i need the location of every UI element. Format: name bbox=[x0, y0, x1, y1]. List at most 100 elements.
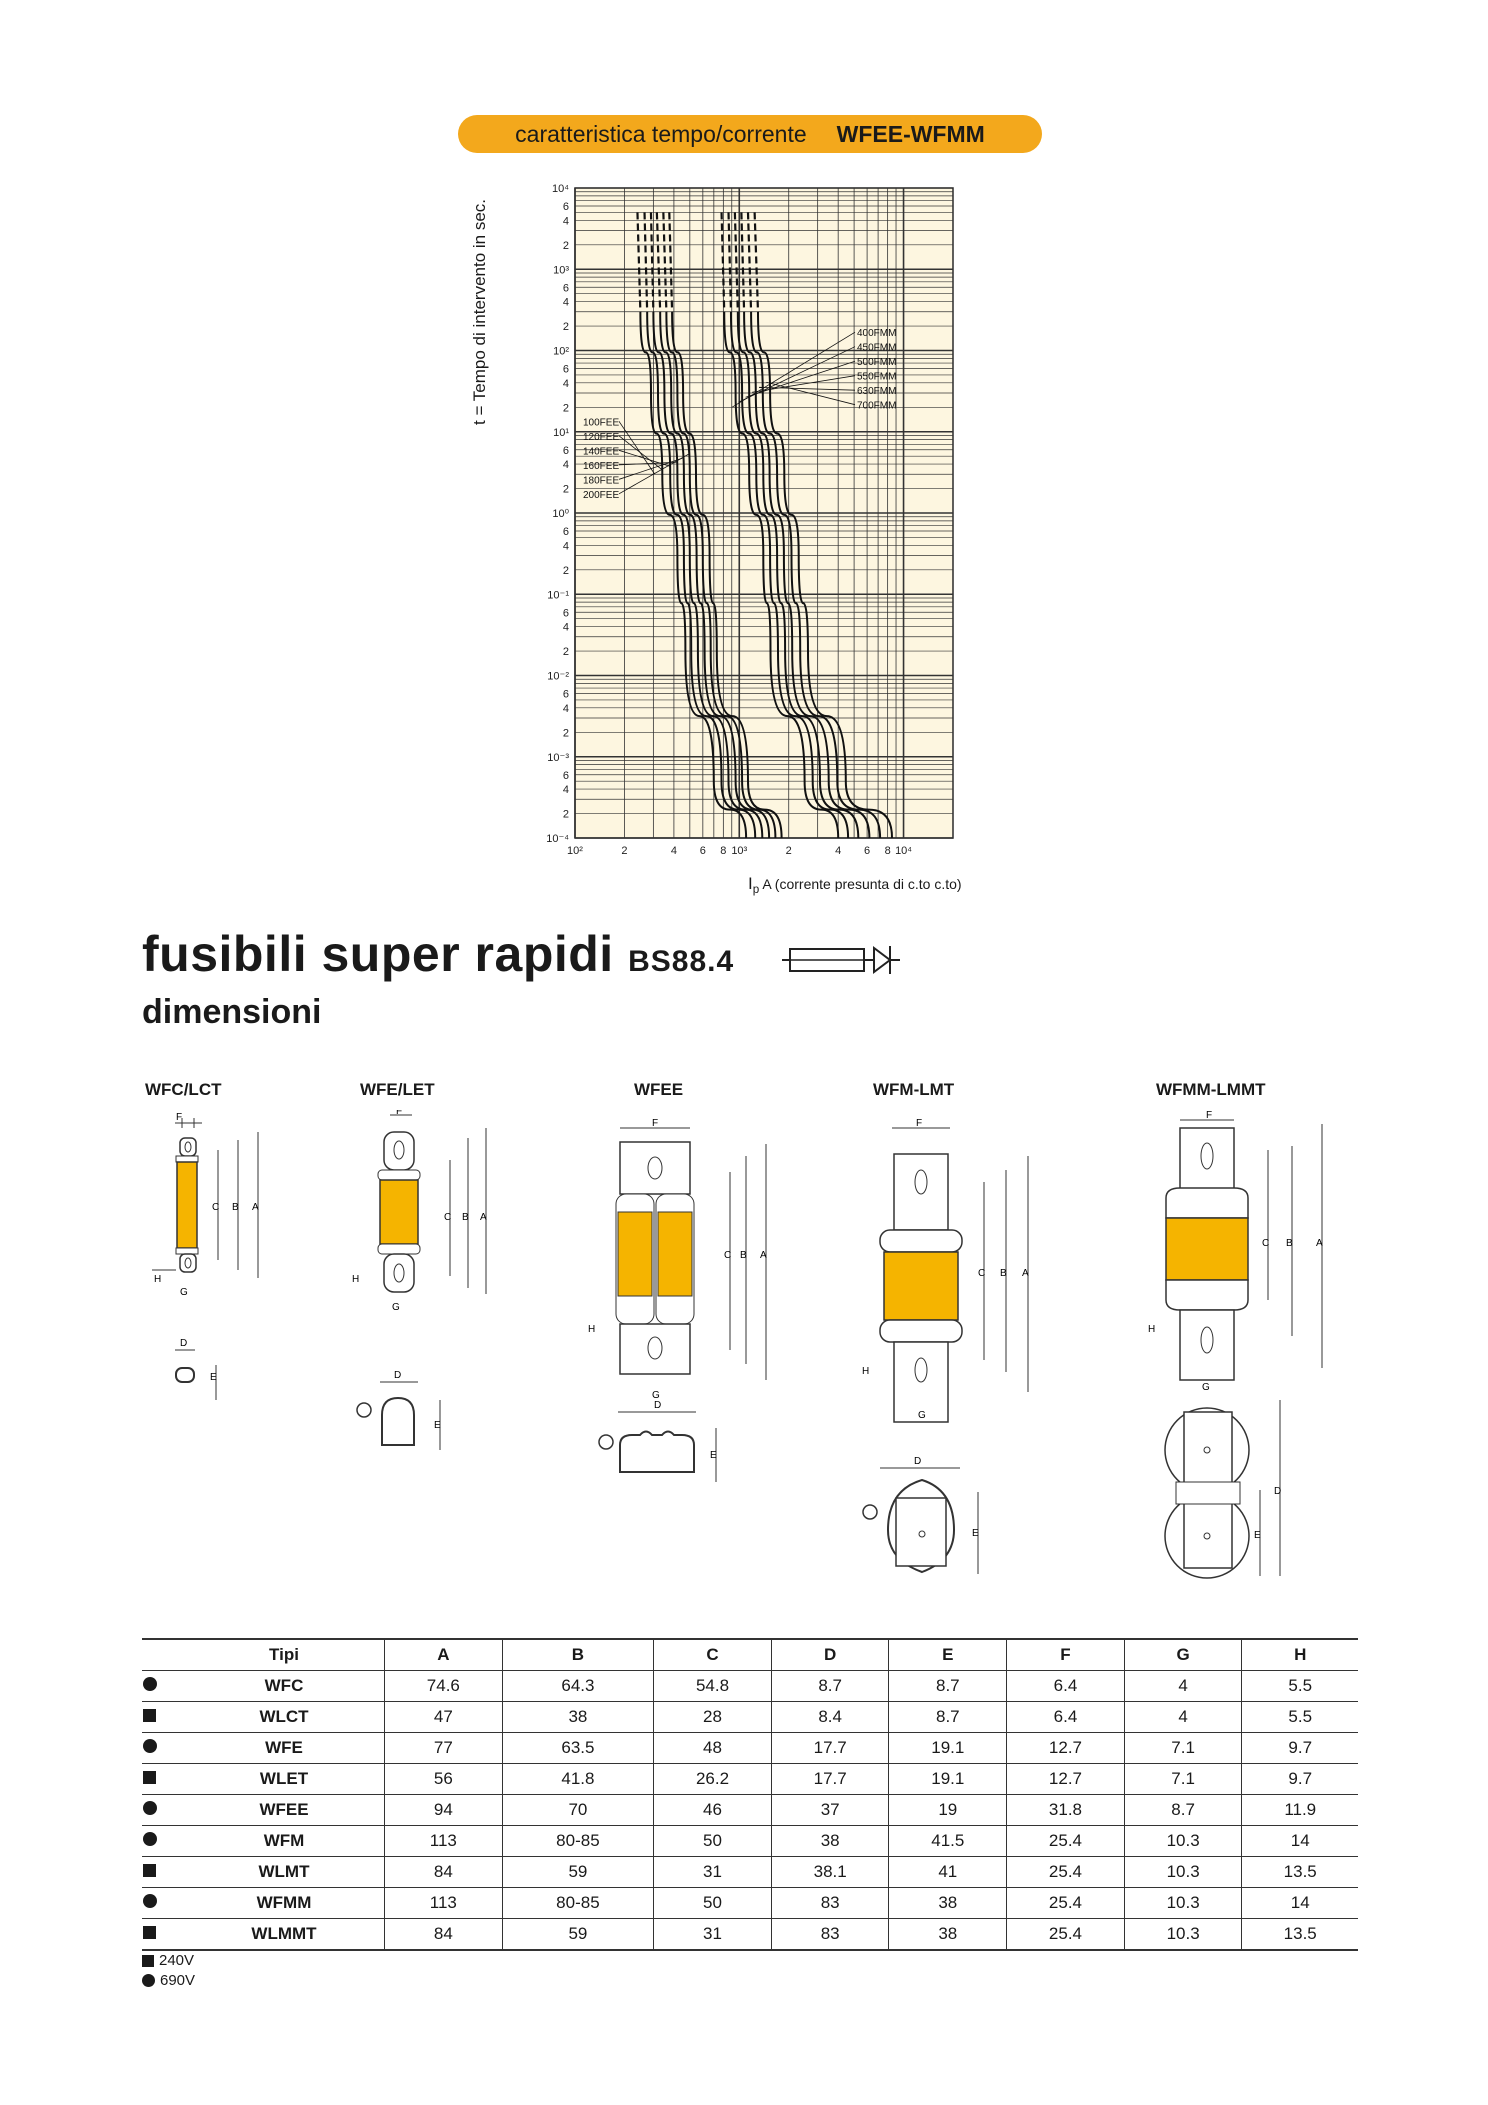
cell-e: 19 bbox=[888, 1794, 1007, 1826]
row-voltage-marker bbox=[142, 1918, 184, 1951]
series-line bbox=[736, 311, 860, 839]
cell-g: 10.3 bbox=[1123, 1825, 1242, 1857]
type-label-wfe: WFE/LET bbox=[360, 1080, 435, 1099]
cell-f: 25.4 bbox=[1006, 1887, 1125, 1919]
row-type: WFE bbox=[184, 1732, 385, 1764]
series-dashed-line bbox=[643, 212, 649, 312]
label-d: D bbox=[394, 1370, 401, 1381]
drawing-wfc: F C B A H G D E bbox=[152, 1112, 259, 1400]
cell-h: 13.5 bbox=[1241, 1918, 1358, 1951]
x-tick-label: 4 bbox=[671, 845, 677, 857]
row-voltage-marker bbox=[142, 1794, 184, 1826]
y-tick-label: 10⁰ bbox=[552, 508, 569, 520]
x-tick-label: 8 bbox=[885, 845, 891, 857]
cell-e: 19.1 bbox=[888, 1763, 1007, 1795]
series-label: 200FEE bbox=[583, 490, 619, 501]
series-dashed-line bbox=[668, 212, 674, 312]
cell-a: 56 bbox=[384, 1763, 503, 1795]
series-dashed-line bbox=[746, 212, 753, 312]
series-label-leader bbox=[618, 453, 689, 495]
x-axis-symbol: I bbox=[748, 874, 753, 893]
cell-a: 77 bbox=[384, 1732, 503, 1764]
cell-d: 83 bbox=[770, 1918, 889, 1951]
dot-marker-icon bbox=[143, 1894, 157, 1908]
series-line bbox=[750, 311, 882, 839]
cell-h: 14 bbox=[1241, 1887, 1358, 1919]
y-tick-label: 10⁻¹ bbox=[547, 589, 569, 601]
cell-f: 6.4 bbox=[1006, 1701, 1125, 1733]
label-d: D bbox=[180, 1338, 187, 1349]
series-label-leader bbox=[759, 386, 856, 391]
cell-a: 84 bbox=[384, 1918, 503, 1951]
label-f: F bbox=[396, 1110, 402, 1117]
cell-d: 8.4 bbox=[770, 1701, 889, 1733]
row-voltage-marker bbox=[142, 1732, 184, 1764]
y-tick-label: 10¹ bbox=[553, 427, 569, 439]
row-type: WFMM bbox=[184, 1887, 385, 1919]
x-tick-label: 10³ bbox=[731, 845, 747, 857]
cell-e: 41 bbox=[888, 1856, 1007, 1888]
label-b: B bbox=[740, 1250, 747, 1261]
cell-g: 10.3 bbox=[1123, 1918, 1242, 1951]
cell-b: 63.5 bbox=[501, 1732, 654, 1764]
label-e: E bbox=[210, 1372, 217, 1383]
label-c: C bbox=[724, 1250, 731, 1261]
square-marker-icon bbox=[143, 1709, 156, 1722]
label-b: B bbox=[462, 1212, 469, 1223]
cell-c: 46 bbox=[653, 1794, 772, 1826]
dot-marker-icon bbox=[143, 1832, 157, 1846]
dot-marker-icon bbox=[143, 1801, 157, 1815]
cell-a: 113 bbox=[384, 1825, 503, 1857]
label-e: E bbox=[1254, 1530, 1261, 1541]
label-h: H bbox=[154, 1274, 161, 1285]
y-minor-tick-label: 6 bbox=[563, 445, 569, 457]
row-type: WLMMT bbox=[184, 1918, 385, 1951]
label-g: G bbox=[652, 1390, 660, 1401]
square-marker-icon bbox=[143, 1771, 156, 1784]
cell-b: 41.8 bbox=[501, 1763, 654, 1795]
series-label-leader bbox=[766, 381, 856, 406]
section-subtitle: dimensioni bbox=[142, 993, 322, 1031]
y-minor-tick-label: 2 bbox=[563, 484, 569, 496]
header-h: H bbox=[1241, 1638, 1358, 1671]
label-f: F bbox=[916, 1118, 922, 1129]
label-f: F bbox=[1206, 1110, 1212, 1121]
series-label-leader bbox=[618, 449, 670, 467]
row-voltage-marker bbox=[142, 1856, 184, 1888]
drawing-wfmm: F C B A H G D E bbox=[1148, 1110, 1323, 1579]
series-label: 550FMM bbox=[857, 372, 896, 383]
header-g: G bbox=[1123, 1638, 1242, 1671]
x-axis-text: A (corrente presunta di c.to c.to) bbox=[762, 876, 962, 892]
series-line bbox=[723, 311, 840, 839]
row-voltage-marker bbox=[142, 1763, 184, 1795]
y-minor-tick-label: 6 bbox=[563, 770, 569, 782]
x-tick-label: 8 bbox=[720, 845, 726, 857]
banner-model: WFEE-WFMM bbox=[836, 120, 985, 147]
cell-e: 8.7 bbox=[888, 1701, 1007, 1733]
row-voltage-marker bbox=[142, 1701, 184, 1733]
label-c: C bbox=[444, 1212, 451, 1223]
y-tick-label: 10⁻² bbox=[547, 671, 569, 683]
cell-b: 38 bbox=[501, 1701, 654, 1733]
series-label-leader bbox=[618, 421, 656, 475]
label-a: A bbox=[252, 1202, 259, 1213]
label-h: H bbox=[862, 1366, 869, 1377]
row-type: WLET bbox=[184, 1763, 385, 1795]
cell-f: 6.4 bbox=[1006, 1670, 1125, 1702]
type-label-wfmm: WFMM-LMMT bbox=[1156, 1080, 1266, 1099]
label-c: C bbox=[212, 1202, 219, 1213]
label-c: C bbox=[1262, 1238, 1269, 1249]
cell-a: 84 bbox=[384, 1856, 503, 1888]
legend-240v-label: 240V bbox=[159, 1952, 195, 1969]
cell-c: 50 bbox=[653, 1825, 772, 1857]
series-label: 100FEE bbox=[583, 417, 619, 428]
x-tick-label: 6 bbox=[700, 845, 706, 857]
series-label: 500FMM bbox=[857, 357, 896, 368]
label-h: H bbox=[1148, 1324, 1155, 1335]
